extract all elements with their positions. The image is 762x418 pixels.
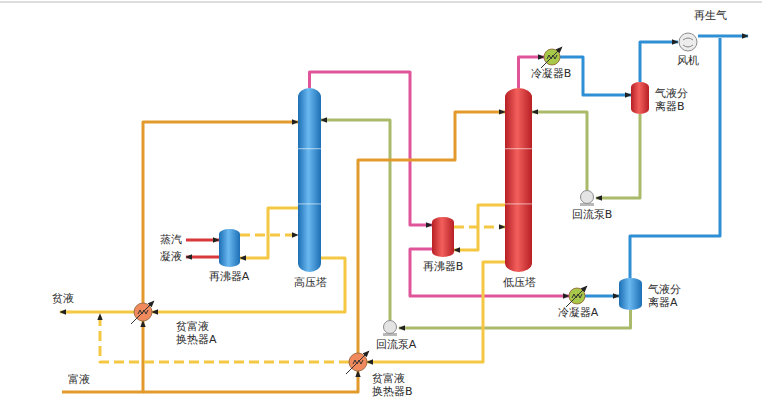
tray-mark [505, 148, 532, 149]
fan-symbol [679, 33, 697, 51]
equipment-label: 冷凝器A [553, 306, 603, 319]
rich-branch-pipe [143, 371, 358, 392]
stream-label: 贫液 [52, 292, 74, 305]
condenser-symbol-outline [544, 49, 560, 65]
lean-outlet-pipe [60, 311, 134, 314]
steam-pipe [186, 239, 219, 242]
equipment-label: 再沸器B [419, 260, 467, 273]
pump-symbol: 回流泵A [381, 320, 399, 336]
pipe-connector [454, 205, 505, 250]
exchanger-symbol-outline [349, 353, 367, 371]
pipe-connector [367, 262, 505, 362]
equipment-label: 低压塔 [499, 276, 539, 289]
pipe-connector [240, 234, 298, 237]
stream-label: 富液 [68, 373, 90, 386]
flow-mark [131, 301, 154, 324]
separator-vessel [631, 82, 649, 114]
fan-blade [683, 38, 693, 47]
equipment-label: 贫富液换热器B [372, 372, 414, 398]
regen-gas-pipe [698, 35, 748, 38]
stream-label: 再生气 [694, 9, 727, 22]
pipe-connector [321, 120, 390, 320]
column-tower: 高压塔 [298, 88, 321, 272]
equipment-label: 贫富液换热器A [176, 320, 218, 346]
rich-inlet-pipe [62, 321, 143, 392]
tray-mark [298, 203, 321, 204]
pipe-connector [532, 112, 587, 190]
pump-symbol [581, 191, 594, 204]
frame-line [0, 2, 762, 3]
flow-mark [346, 351, 369, 374]
pipe-connector [585, 295, 619, 298]
fan-symbol: 风机 [678, 32, 698, 52]
reboiler-vessel-outline [432, 217, 454, 257]
pump-symbol-outline [381, 320, 399, 336]
condenser-symbol: 冷凝器B [544, 49, 560, 65]
column-tower: 低压塔 [505, 88, 532, 272]
condensate-pipe [186, 256, 219, 259]
fan-symbol-outline [678, 32, 698, 52]
flow-mark [566, 286, 587, 307]
pump-symbol-outline [578, 190, 596, 206]
separator-vessel-outline [619, 278, 642, 310]
condenser-symbol: 冷凝器A [569, 288, 585, 304]
equipment-label: 回流泵B [568, 208, 616, 221]
exchanger-symbol: 贫富液换热器A [134, 303, 152, 321]
pump-symbol: 回流泵B [578, 190, 596, 206]
reboiler-vessel-outline [219, 229, 240, 267]
reboiler-vessel [432, 217, 454, 257]
flow-mark [541, 47, 562, 68]
separator-vessel: 气液分离器B [631, 82, 649, 114]
equipment-label: 高压塔 [290, 276, 330, 289]
equipment-label: 气液分离器A [648, 283, 684, 309]
stream-label: 蒸汽 [160, 233, 182, 246]
exchanger-symbol: 贫富液换热器B [349, 353, 367, 371]
column-tower-outline [298, 88, 321, 272]
separator-vessel: 气液分离器A [619, 278, 642, 310]
stream-label: 凝液 [160, 250, 182, 263]
equipment-label: 气液分离器B [655, 87, 691, 113]
pipe-connector [240, 208, 298, 258]
column-tower-outline [505, 88, 532, 272]
gas-pipe [630, 38, 720, 278]
pipe-connector [410, 249, 569, 296]
reboiler-vessel: 再沸器A [219, 229, 240, 267]
tray-mark [298, 148, 321, 149]
equipment-label: 风机 [675, 54, 701, 67]
pipe-connector [358, 112, 505, 353]
reboiler-vessel: 再沸器B [432, 217, 454, 257]
column-tower [505, 88, 532, 272]
separator-vessel-outline [631, 82, 649, 114]
condenser-symbol-outline [569, 288, 585, 304]
pump-symbol [384, 321, 397, 334]
reboiler-vessel [219, 229, 240, 267]
equipment-label: 回流泵A [372, 338, 420, 351]
pipe-connector [310, 72, 433, 225]
pipe-connector [596, 114, 640, 198]
equipment-label: 再沸器A [205, 270, 253, 283]
column-tower [298, 88, 321, 272]
equipment-label: 冷凝器B [526, 67, 576, 80]
pipe-connector [640, 42, 678, 82]
separator-vessel [619, 278, 642, 310]
lean-return-pipe [100, 314, 349, 362]
exchanger-symbol-outline [134, 303, 152, 321]
pipe-connector [143, 122, 298, 303]
tray-mark [505, 203, 532, 204]
